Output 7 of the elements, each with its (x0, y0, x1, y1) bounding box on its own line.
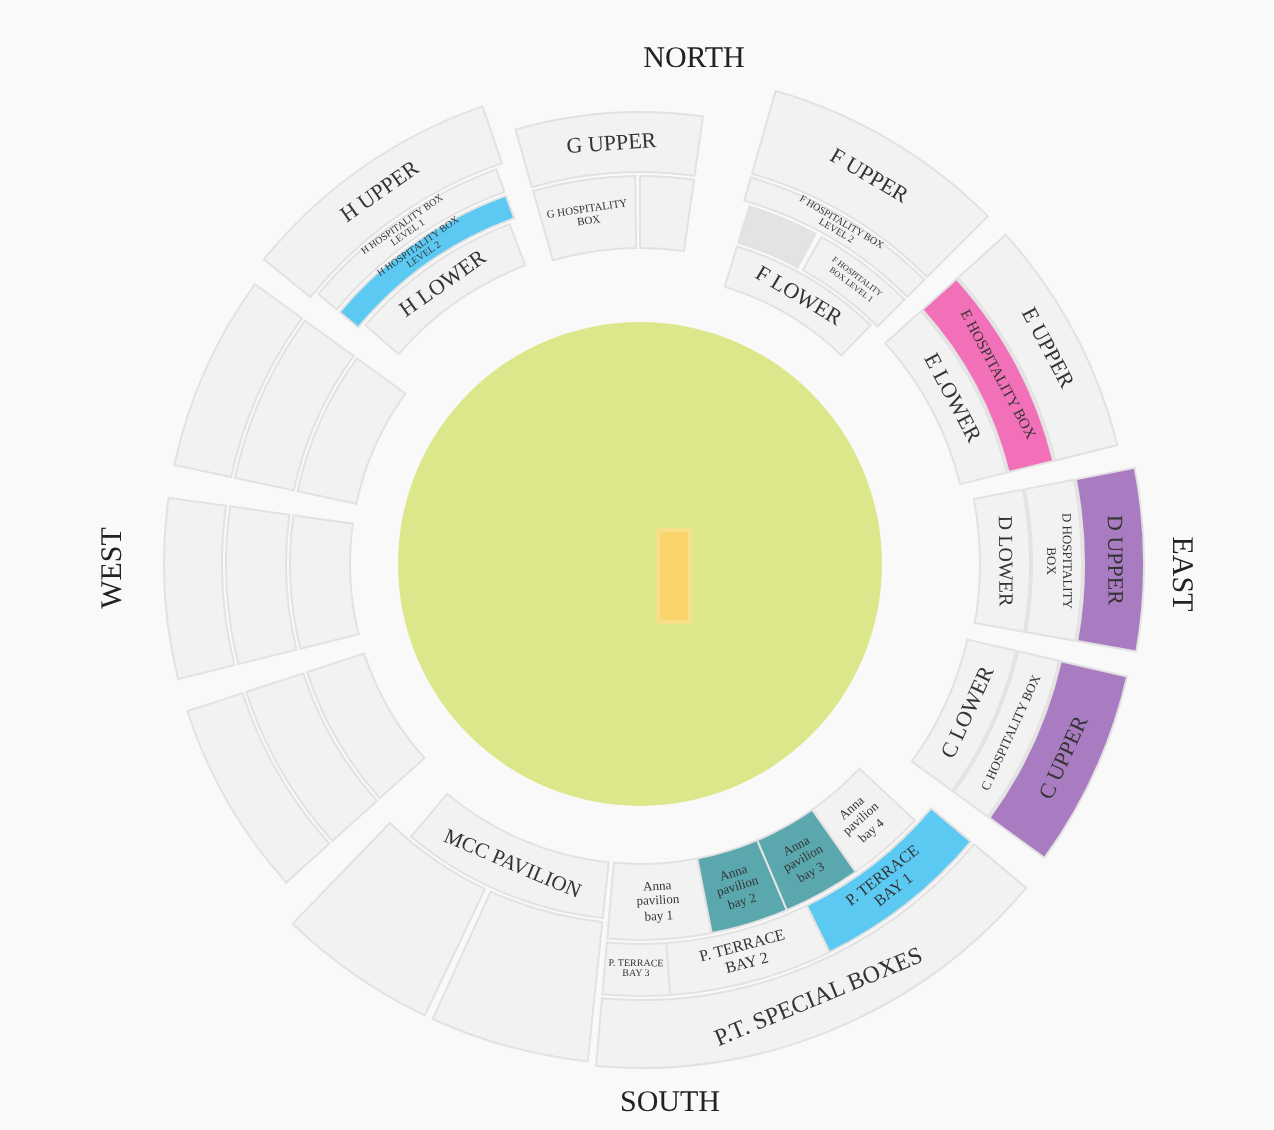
section-label: D LOWER (993, 515, 1017, 607)
compass-label: WEST (99, 527, 129, 609)
compass-label: EAST (1165, 536, 1195, 612)
section-label: D UPPER (1101, 514, 1127, 605)
section-label: G UPPER (564, 127, 657, 159)
compass-label: SOUTH (620, 1089, 720, 1119)
compass-label: NORTH (643, 45, 745, 75)
